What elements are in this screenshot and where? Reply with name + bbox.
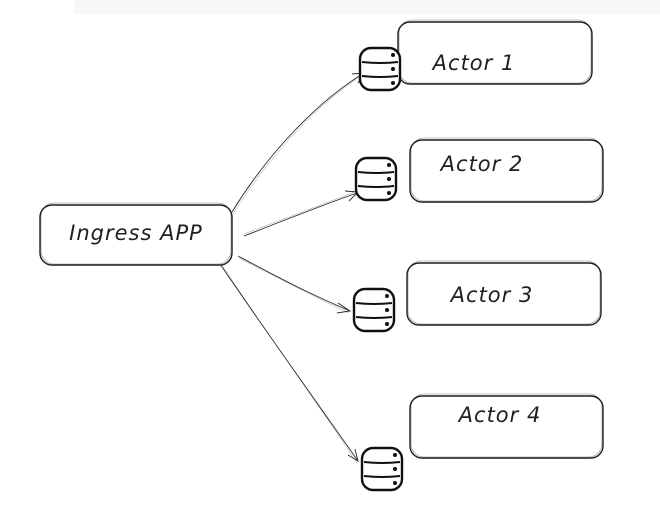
edge-to-actor-1 (231, 72, 365, 215)
actor-3-label: Actor 3 (449, 283, 534, 307)
actor-4-node[interactable]: Actor 4 (409, 393, 604, 459)
canvas-top-strip (74, 0, 660, 14)
database-icon (354, 156, 398, 202)
actor-1-node[interactable]: Actor 1 (397, 19, 593, 85)
actor-4-label: Actor 4 (457, 403, 542, 427)
edges-group (219, 72, 365, 464)
actor-3-node[interactable]: Actor 3 (406, 260, 602, 326)
database-icon (358, 46, 402, 92)
edge-to-actor-4 (219, 263, 359, 464)
ingress-app-node[interactable]: Ingress APP (39, 202, 233, 266)
database-icon (352, 287, 396, 333)
actor-2-label: Actor 2 (439, 152, 524, 176)
actor-1-label: Actor 1 (431, 51, 516, 75)
database-icon (360, 446, 404, 492)
actor-2-node[interactable]: Actor 2 (409, 137, 604, 203)
edge-to-actor-2 (243, 190, 360, 237)
edge-to-actor-3 (237, 255, 352, 314)
ingress-app-label: Ingress APP (69, 221, 203, 245)
